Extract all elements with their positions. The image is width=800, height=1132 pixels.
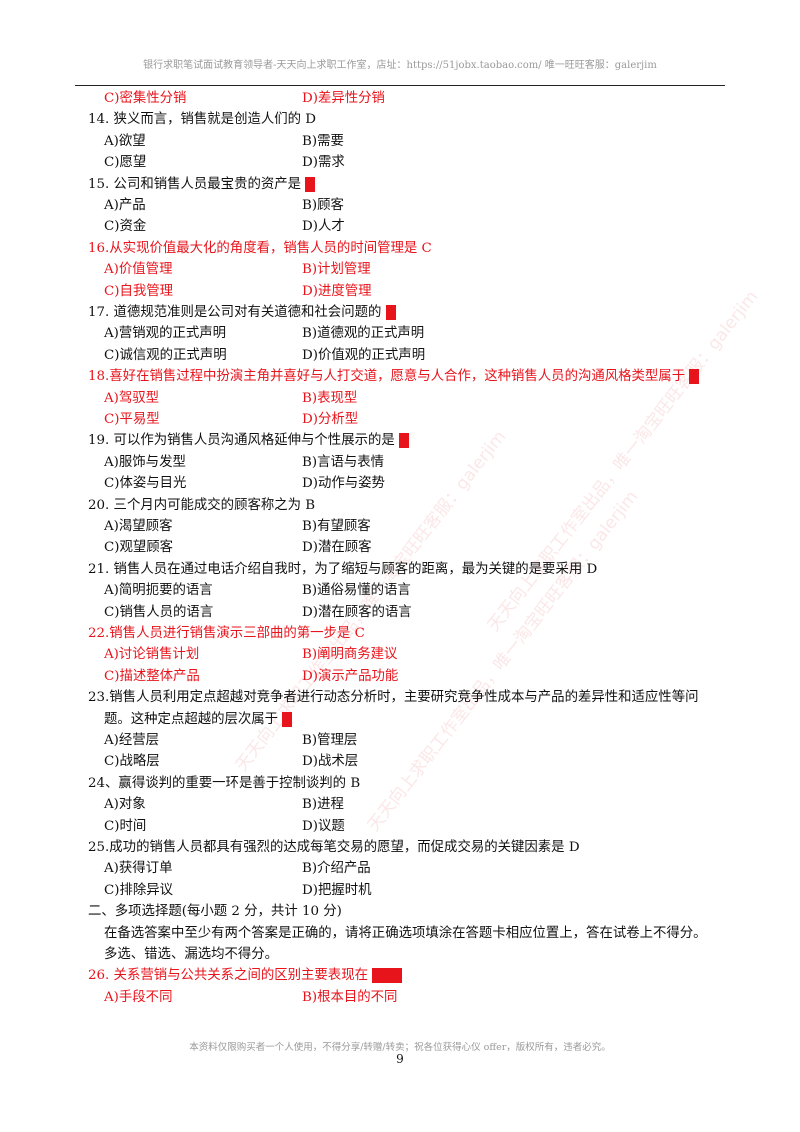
option-right: D)人才 — [302, 219, 345, 234]
question-stem: 23.销售人员利用定点超越对竞争者进行动态分析时，主要研究竞争性成本与产品的差异… — [88, 687, 698, 708]
option-right: B)有望顾客 — [302, 519, 371, 534]
question-text: 23.销售人员利用定点超越对竞争者进行动态分析时，主要研究竞争性成本与产品的差异… — [88, 690, 699, 705]
question-text: 17. 道德规范准则是公司对有关道德和社会问题的 — [88, 305, 386, 320]
option-left: C)体姿与目光 — [104, 476, 187, 491]
option-left: A)产品 — [104, 198, 146, 213]
option-left: A)对象 — [104, 797, 146, 812]
question-text: 二、多项选择题(每小题 2 分，共计 10 分) — [88, 904, 342, 919]
option-right: B)表现型 — [302, 391, 358, 406]
question-continuation: 题。这种定点超越的层次属于 A — [104, 709, 293, 730]
question-stem: 21. 销售人员在通过电话介绍自我时，为了缩短与顾客的距离，最为关键的是要采用 … — [88, 559, 597, 580]
option-left: C)观望顾客 — [104, 540, 174, 555]
option-left: C)战略层 — [104, 754, 160, 769]
answer-highlight: B — [305, 177, 316, 192]
question-text: 20. 三个月内可能成交的顾客称之为 B — [88, 498, 316, 513]
question-continuation: 多选、错选、漏选均不得分。 — [104, 944, 278, 965]
option-right: B)根本目的不同 — [302, 990, 398, 1005]
question-stem: 二、多项选择题(每小题 2 分，共计 10 分) — [88, 901, 342, 922]
watermark-text: 天天向上求职工作室出品，唯一淘宝旺旺客服：galerjim — [483, 287, 763, 636]
option-right: D)动作与姿势 — [302, 476, 385, 491]
question-stem: 19. 可以作为销售人员沟通风格延伸与个性展示的是 A — [88, 430, 409, 451]
option-left: A)手段不同 — [104, 990, 173, 1005]
option-right: D)进度管理 — [302, 284, 372, 299]
page-header: 银行求职笔试面试教育领导者-天天向上求职工作室，店址：https://51job… — [143, 60, 657, 71]
option-right: B)管理层 — [302, 733, 358, 748]
option-left: C)排除异议 — [104, 883, 174, 898]
option-left: A)营销观的正式声明 — [104, 326, 227, 341]
answer-highlight: B — [689, 369, 700, 384]
page-footer: 本资料仅限购买者一个人使用，不得分享/转赠/转卖；祝各位获得心仪 offer，版… — [189, 1042, 611, 1053]
option-left: C)描述整体产品 — [104, 669, 200, 684]
option-left: C)时间 — [104, 819, 147, 834]
question-text: 26. 关系营销与公共关系之间的区别主要表现在 — [88, 968, 373, 983]
option-left: C)密集性分销 — [104, 91, 187, 106]
option-left: A)服饰与发型 — [104, 455, 186, 470]
question-text: 16.从实现价值最大化的角度看，销售人员的时间管理是 C — [88, 241, 432, 256]
option-right: D)价值观的正式声明 — [302, 348, 426, 363]
option-right: D)分析型 — [302, 412, 359, 427]
option-right: B)阐明商务建议 — [302, 647, 398, 662]
question-stem: 26. 关系营销与公共关系之间的区别主要表现在 BCE — [88, 965, 403, 986]
question-stem: 25.成功的销售人员都具有强烈的达成每笔交易的愿望，而促成交易的关键因素是 D — [88, 837, 580, 858]
option-left: A)简明扼要的语言 — [104, 583, 213, 598]
option-right: B)通俗易懂的语言 — [302, 583, 411, 598]
option-right: B)言语与表情 — [302, 455, 385, 470]
option-left: C)资金 — [104, 219, 147, 234]
option-right: D)潜在顾客 — [302, 540, 372, 555]
option-left: C)诚信观的正式声明 — [104, 348, 227, 363]
question-stem: 15. 公司和销售人员最宝贵的资产是 B — [88, 174, 316, 195]
option-right: D)议题 — [302, 819, 345, 834]
question-stem: 18.喜好在销售过程中扮演主角并喜好与人打交道，愿意与人合作，这种销售人员的沟通… — [88, 366, 700, 387]
option-right: D)把握时机 — [302, 883, 372, 898]
option-right: B)需要 — [302, 134, 344, 149]
option-right: D)需求 — [302, 155, 345, 170]
option-right: B)顾客 — [302, 198, 344, 213]
question-text: 18.喜好在销售过程中扮演主角并喜好与人打交道，愿意与人合作，这种销售人员的沟通… — [88, 369, 690, 384]
option-left: A)讨论销售计划 — [104, 647, 200, 662]
question-stem: 16.从实现价值最大化的角度看，销售人员的时间管理是 C — [88, 238, 432, 259]
page-number: 9 — [396, 1052, 404, 1066]
question-text: 多选、错选、漏选均不得分。 — [104, 947, 279, 962]
option-right: D)潜在顾客的语言 — [302, 605, 412, 620]
option-left: A)价值管理 — [104, 262, 173, 277]
answer-highlight: A — [282, 712, 293, 727]
question-stem: 22.销售人员进行销售演示三部曲的第一步是 C — [88, 623, 365, 644]
question-text: 25.成功的销售人员都具有强烈的达成每笔交易的愿望，而促成交易的关键因素是 D — [88, 840, 580, 855]
option-right: D)战术层 — [302, 754, 359, 769]
option-left: A)经营层 — [104, 733, 160, 748]
header-rule — [75, 85, 725, 86]
question-text: 22.销售人员进行销售演示三部曲的第一步是 C — [88, 626, 365, 641]
answer-highlight: A — [399, 433, 409, 448]
option-left: A)欲望 — [104, 134, 146, 149]
option-right: D)差异性分销 — [302, 91, 385, 106]
question-continuation: 在备选答案中至少有两个答案是正确的，请将正确选项填涂在答题卡相应位置上，答在试卷… — [104, 923, 707, 944]
option-left: A)获得订单 — [104, 861, 173, 876]
option-left: C)自我管理 — [104, 284, 174, 299]
option-right: B)道德观的正式声明 — [302, 326, 425, 341]
option-right: B)介绍产品 — [302, 861, 371, 876]
answer-highlight: BCE — [372, 968, 403, 983]
question-stem: 20. 三个月内可能成交的顾客称之为 B — [88, 495, 315, 516]
question-text: 21. 销售人员在通过电话介绍自我时，为了缩短与顾客的距离，最为关键的是要采用 … — [88, 562, 598, 577]
option-left: C)销售人员的语言 — [104, 605, 214, 620]
option-right: B)计划管理 — [302, 262, 371, 277]
question-text: 14. 狭义而言，销售就是创造人们的 D — [88, 112, 317, 127]
question-text: 19. 可以作为销售人员沟通风格延伸与个性展示的是 — [88, 433, 400, 448]
option-left: A)渴望顾客 — [104, 519, 173, 534]
question-stem: 24、赢得谈判的重要一环是善于控制谈判的 B — [88, 773, 360, 794]
option-left: A)驾驭型 — [104, 391, 160, 406]
option-left: C)平易型 — [104, 412, 160, 427]
option-right: D)演示产品功能 — [302, 669, 399, 684]
question-text: 题。这种定点超越的层次属于 — [104, 712, 283, 727]
question-text: 15. 公司和销售人员最宝贵的资产是 — [88, 177, 306, 192]
option-left: C)愿望 — [104, 155, 147, 170]
question-stem: 14. 狭义而言，销售就是创造人们的 D — [88, 109, 316, 130]
option-right: B)进程 — [302, 797, 344, 812]
answer-highlight: D — [385, 305, 397, 320]
question-text: 在备选答案中至少有两个答案是正确的，请将正确选项填涂在答题卡相应位置上，答在试卷… — [104, 926, 707, 941]
question-stem: 17. 道德规范准则是公司对有关道德和社会问题的 D — [88, 302, 397, 323]
question-text: 24、赢得谈判的重要一环是善于控制谈判的 B — [88, 776, 361, 791]
